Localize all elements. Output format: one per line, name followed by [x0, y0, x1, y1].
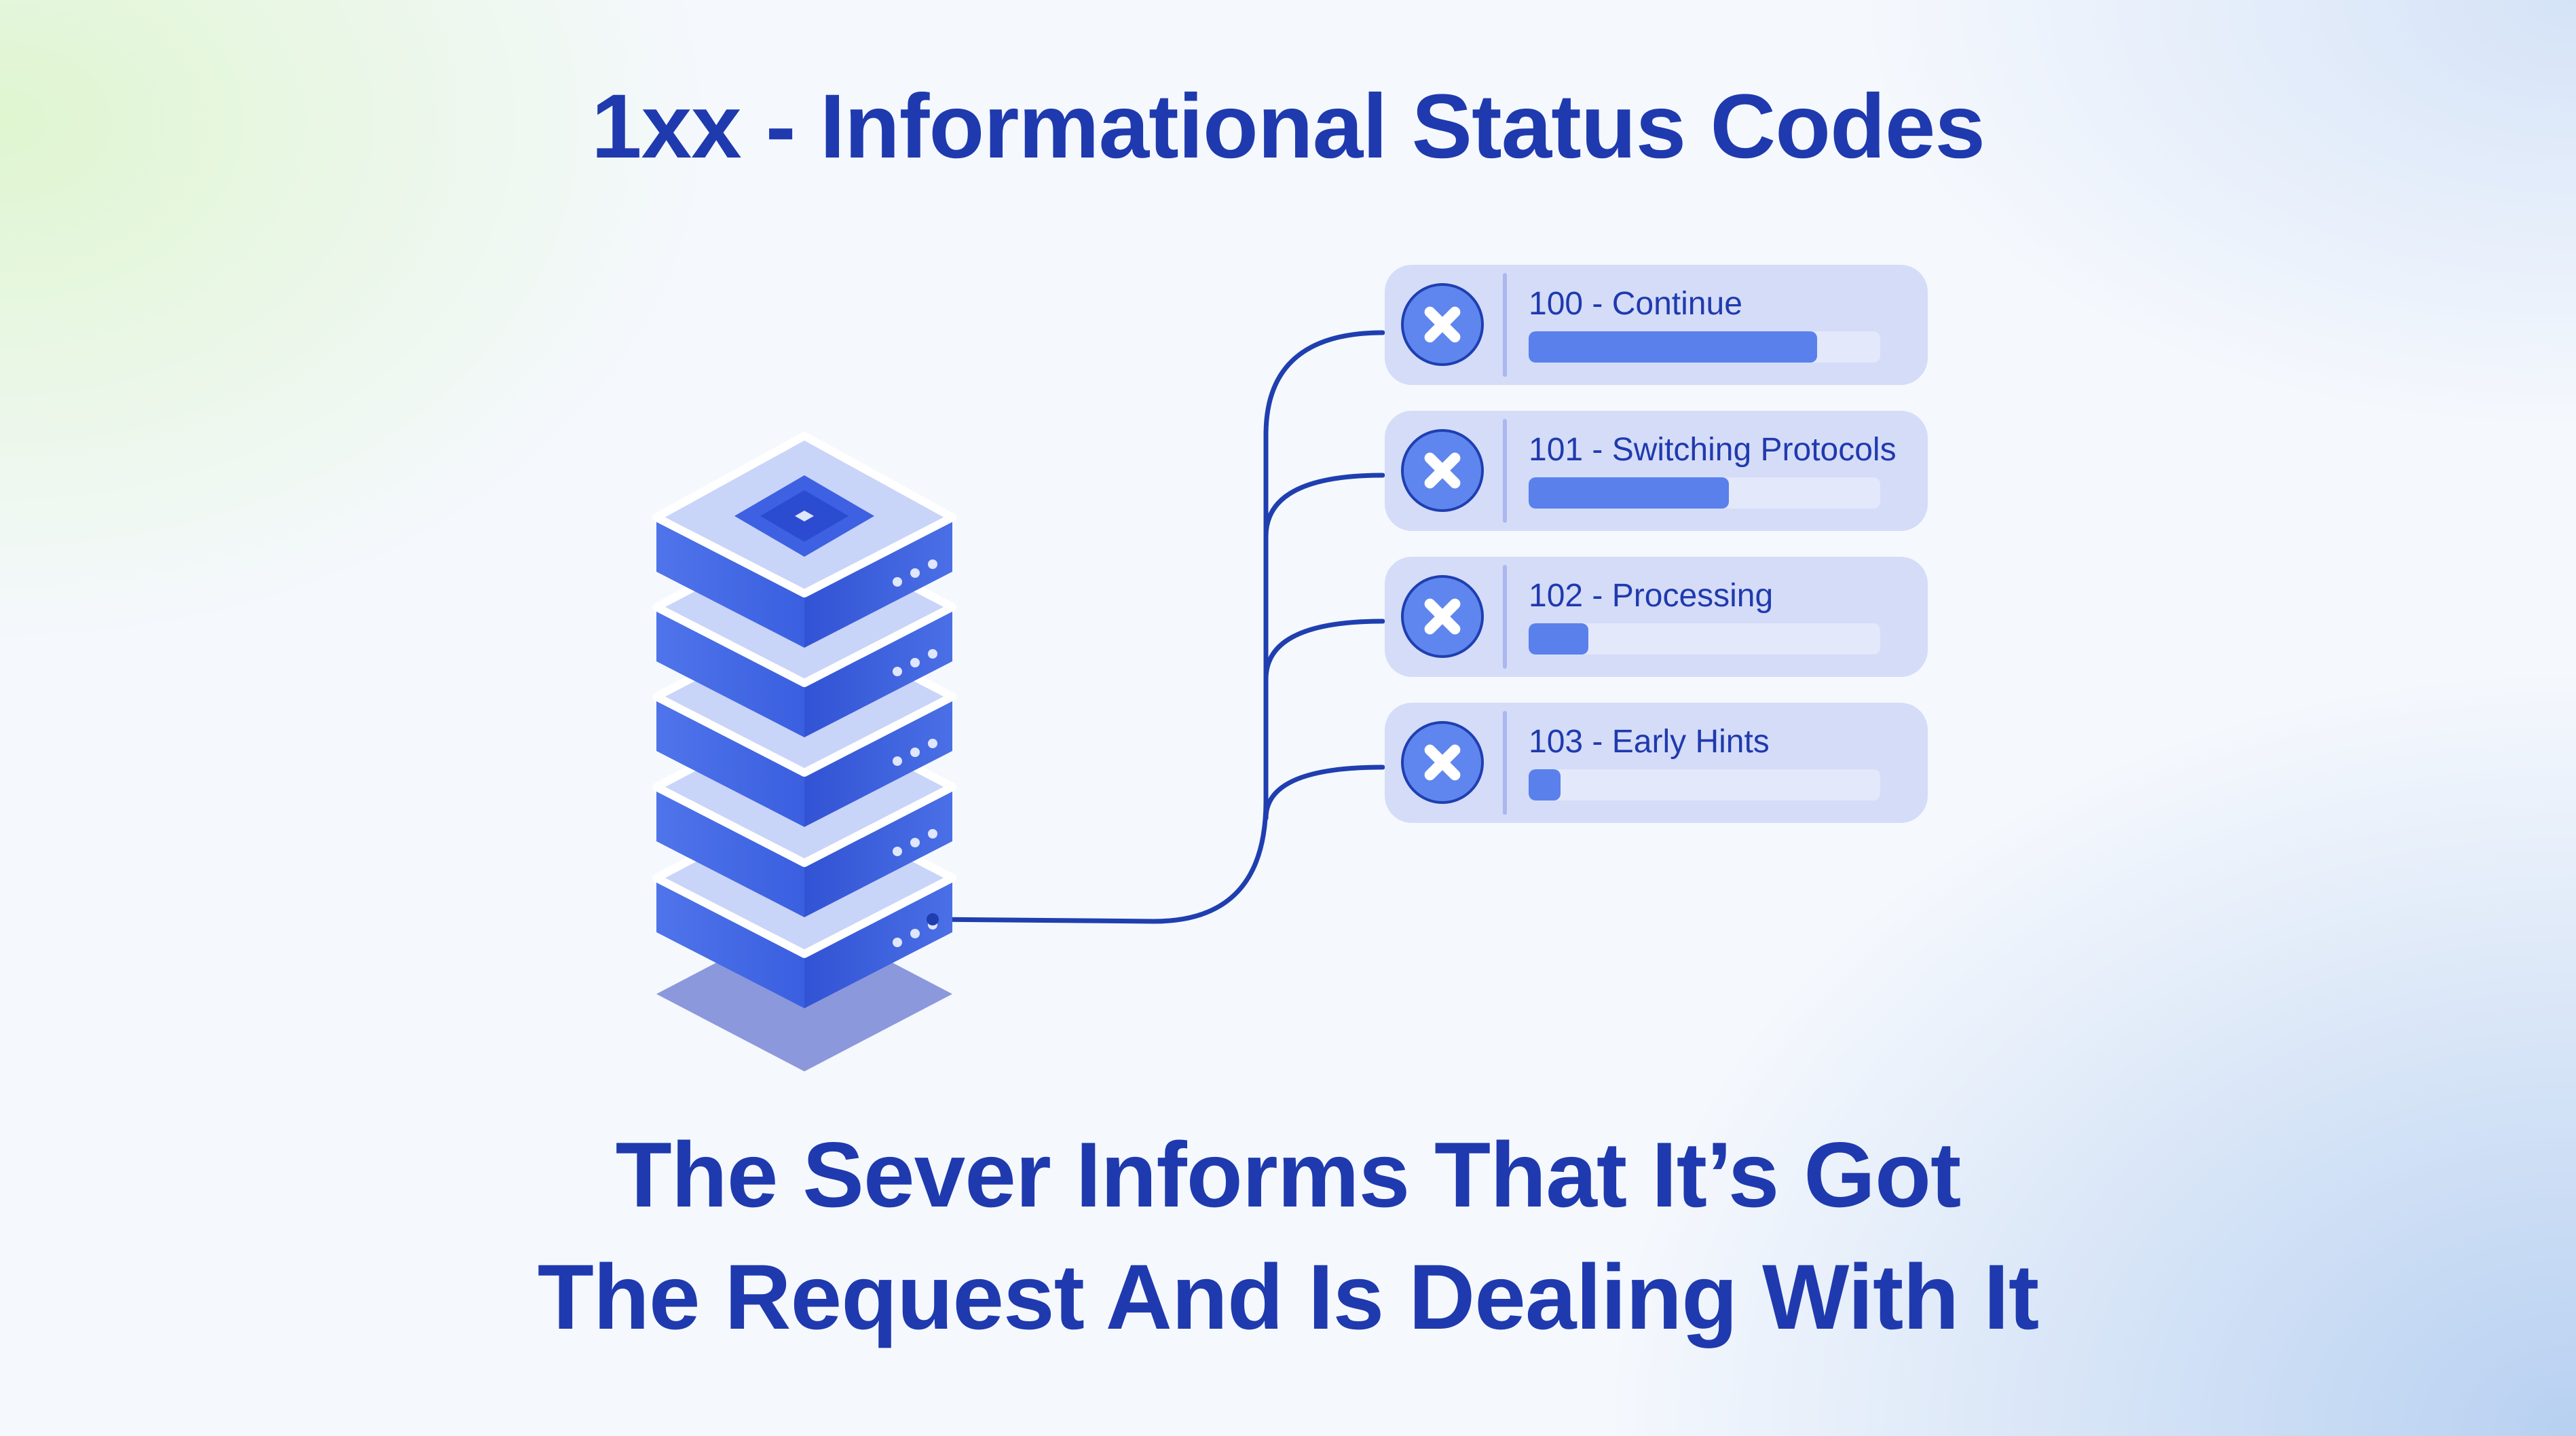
progress-fill — [1529, 769, 1561, 800]
branch-line-103 — [1263, 765, 1385, 821]
close-icon — [1401, 283, 1484, 366]
status-code-label: 102 - Processing — [1529, 578, 1774, 614]
status-divider — [1503, 565, 1507, 669]
server-port — [927, 913, 939, 925]
progress-fill — [1529, 623, 1589, 655]
branch-line-102 — [1263, 619, 1385, 682]
connector-lines — [931, 330, 1385, 924]
status-divider — [1503, 273, 1507, 377]
trunk-line — [931, 330, 1385, 924]
close-icon — [1401, 721, 1484, 804]
subtitle-line: The Request And Is Dealing With It — [537, 1245, 2039, 1348]
page-title: 1xx - Informational Status Codes — [591, 76, 1985, 177]
subtitle-line: The Sever Informs That It’s Got — [615, 1123, 1962, 1226]
close-icon — [1401, 575, 1484, 658]
subtitle: The Sever Informs That It’s Got The Requ… — [0, 1113, 2576, 1358]
status-code-item: 102 - Processing — [1385, 557, 1928, 677]
status-code-label: 103 - Early Hints — [1529, 724, 1770, 760]
status-code-label: 100 - Continue — [1529, 286, 1742, 322]
progress-fill — [1529, 477, 1730, 509]
progress-fill — [1529, 331, 1817, 363]
status-code-item: 101 - Switching Protocols — [1385, 411, 1928, 531]
status-code-item: 100 - Continue — [1385, 265, 1928, 385]
progress-track — [1529, 623, 1880, 655]
branch-line-101 — [1263, 473, 1385, 539]
status-divider — [1503, 419, 1507, 523]
progress-track — [1529, 769, 1880, 800]
status-divider — [1503, 711, 1507, 815]
status-code-item: 103 - Early Hints — [1385, 703, 1928, 823]
server-unit-top — [652, 432, 956, 648]
status-code-label: 101 - Switching Protocols — [1529, 432, 1897, 468]
close-icon — [1401, 429, 1484, 512]
server-stack-icon — [652, 432, 956, 1071]
progress-track — [1529, 477, 1880, 509]
progress-track — [1529, 331, 1880, 363]
